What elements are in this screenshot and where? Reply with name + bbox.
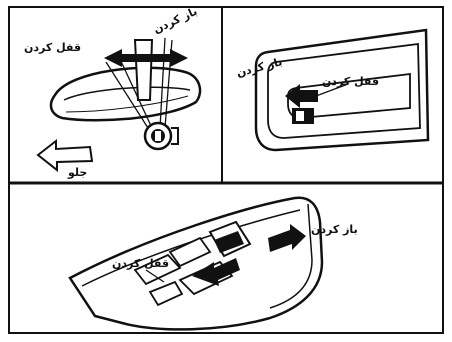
key-slot: [155, 131, 161, 141]
label-lock-bottom: قفل کردن: [112, 258, 169, 269]
lock-knob-highlight: [296, 111, 304, 121]
lock-lever: [135, 40, 152, 100]
label-front: جلو: [68, 167, 87, 178]
label-open-bottom: باز کردن: [311, 224, 358, 235]
label-lock-top-right: قفل کردن: [322, 76, 379, 87]
label-lock-top-left: قفل کردن: [24, 42, 81, 53]
